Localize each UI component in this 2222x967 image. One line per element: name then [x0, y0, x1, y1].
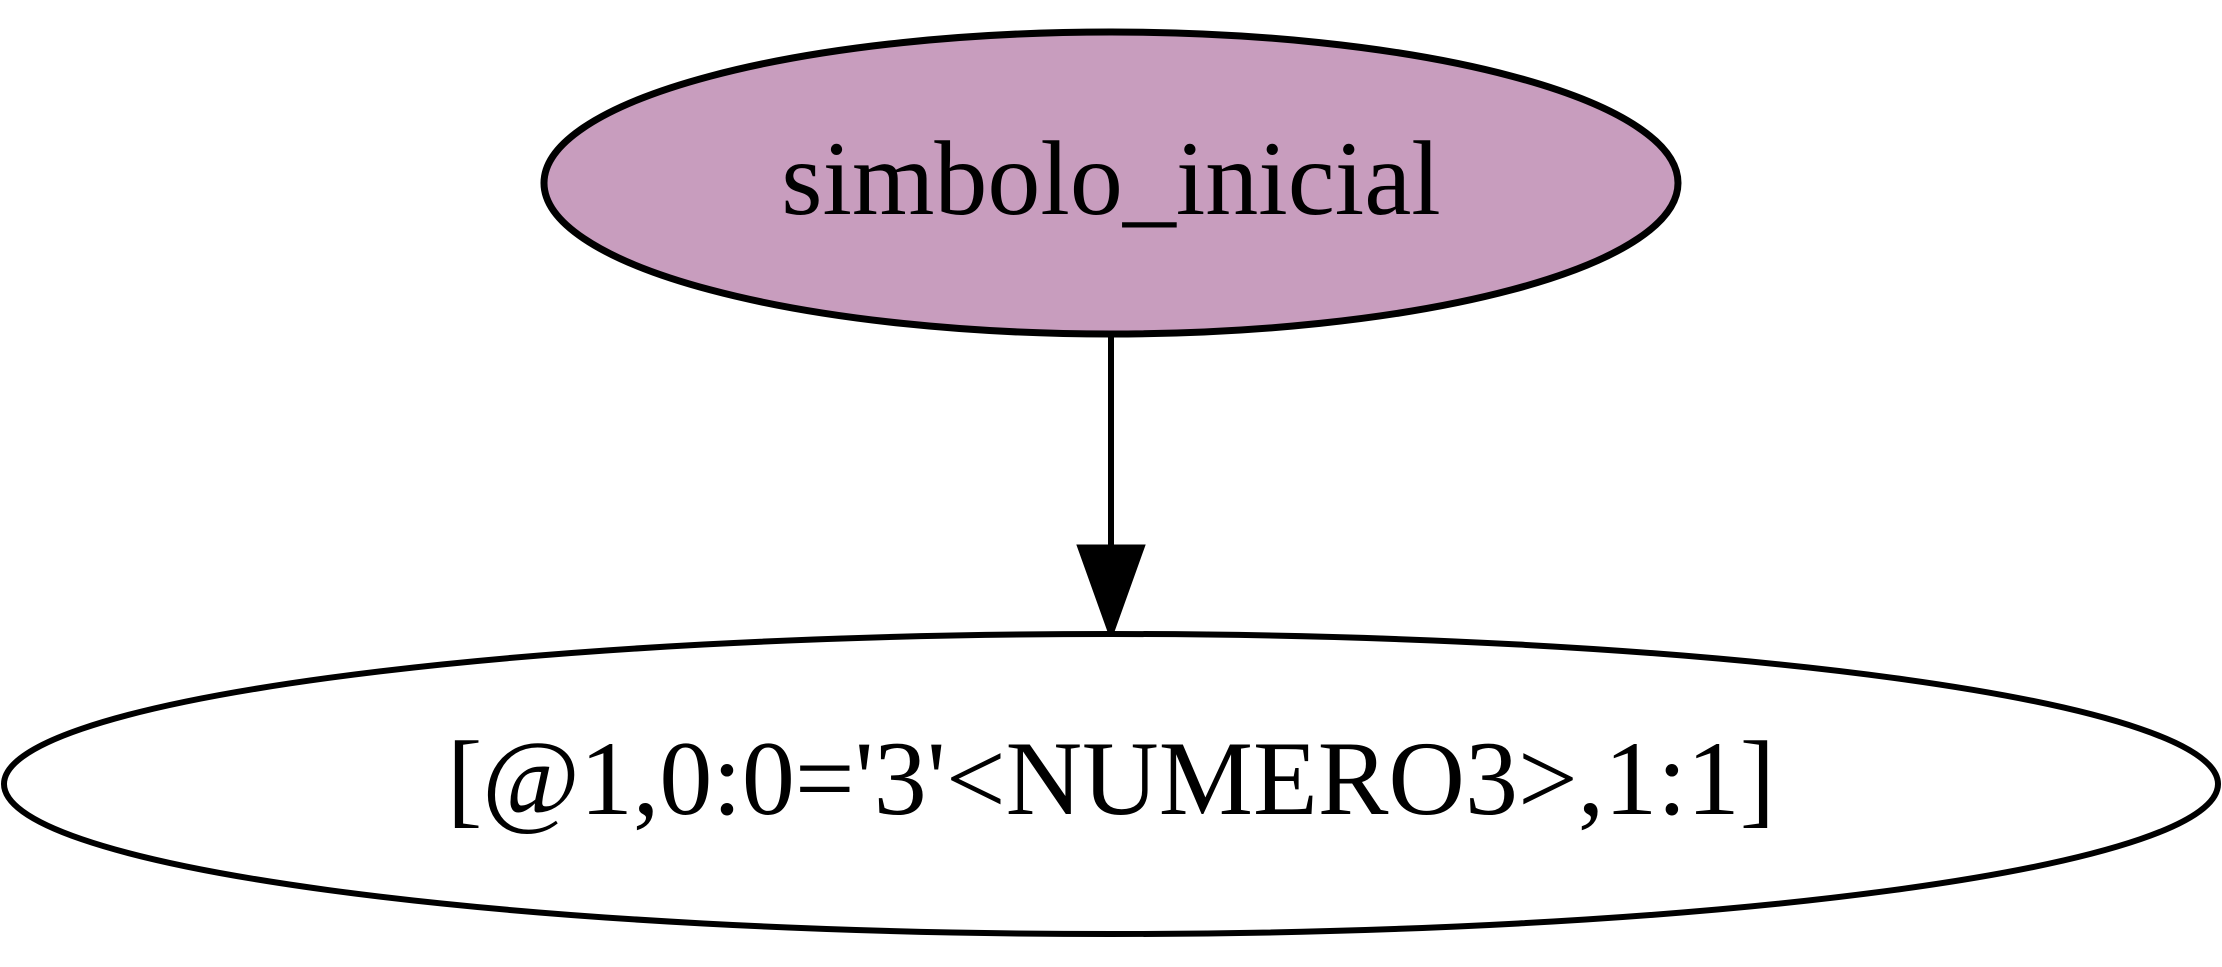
node-child[interactable]: [@1,0:0='3'<NUMERO3>,1:1] — [1, 631, 2221, 937]
node-root-label: simbolo_inicial — [781, 120, 1441, 237]
node-root[interactable]: simbolo_inicial — [540, 28, 1682, 338]
edge-root-to-child — [1076, 334, 1146, 642]
edge-arrowhead — [1076, 544, 1146, 642]
node-child-label: [@1,0:0='3'<NUMERO3>,1:1] — [447, 720, 1775, 837]
node-child-shape — [1, 631, 2221, 937]
